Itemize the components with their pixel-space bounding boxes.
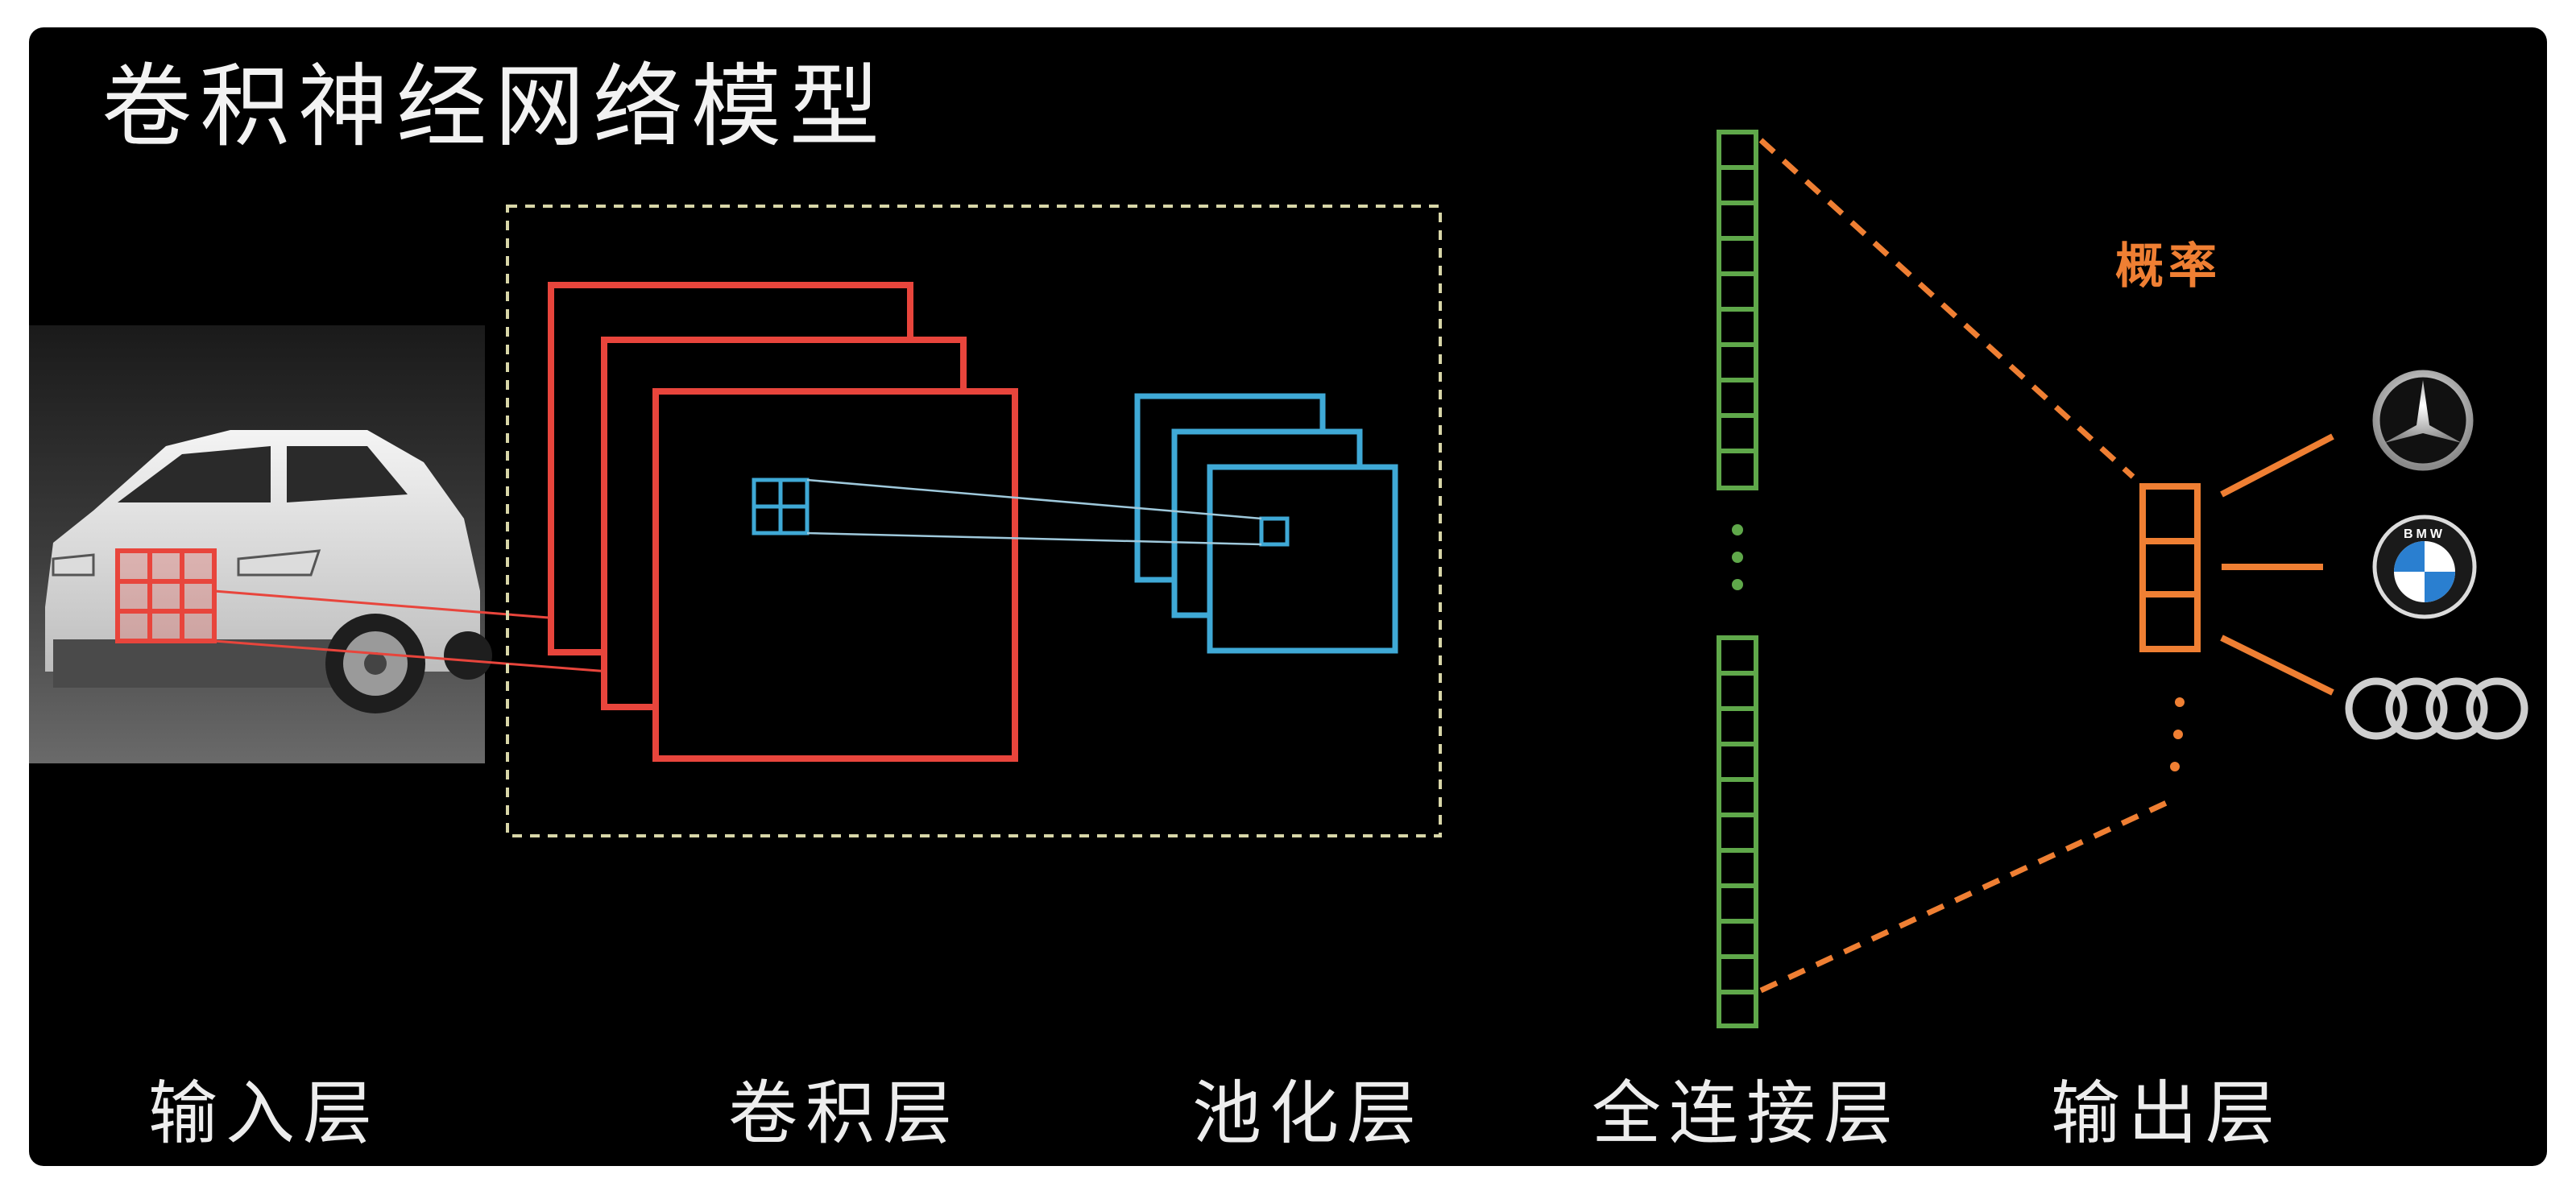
diagram-frame: 卷积神经网络模型 (29, 27, 2547, 1166)
input-layer-label: 输入层 (148, 1056, 380, 1157)
bmw-logo-icon: BMW (2375, 517, 2475, 617)
input-car-image (29, 325, 609, 763)
input-receptive-field (118, 551, 214, 641)
cnn-diagram: BMW (29, 27, 2547, 1166)
conv-feature-maps (551, 285, 1015, 759)
fc-to-output-bottom (1761, 800, 2172, 990)
fc-column-top (1719, 132, 1756, 488)
bmw-logo-text: BMW (2404, 527, 2446, 541)
conv-map-3 (656, 391, 1015, 759)
pool-map-3 (1210, 467, 1395, 651)
fc-layer-label: 全连接层 (1592, 1056, 1901, 1157)
output-layer-units (2143, 486, 2197, 649)
output-layer-label: 输出层 (2051, 1056, 2283, 1157)
fc-ellipsis (1732, 524, 1743, 590)
mercedes-benz-logo-icon (2376, 374, 2470, 467)
pool-layer-label: 池化层 (1192, 1056, 1424, 1157)
output-ellipsis (2170, 697, 2185, 771)
fc-to-output-top (1761, 140, 2133, 477)
conv-layer-label: 卷积层 (728, 1056, 960, 1157)
probability-label: 概率 (2115, 227, 2222, 297)
pool-feature-maps (1137, 396, 1395, 651)
audi-rings-logo-icon (2349, 681, 2524, 736)
fc-column-bottom (1719, 638, 1756, 1026)
output-connectors (2222, 436, 2333, 693)
